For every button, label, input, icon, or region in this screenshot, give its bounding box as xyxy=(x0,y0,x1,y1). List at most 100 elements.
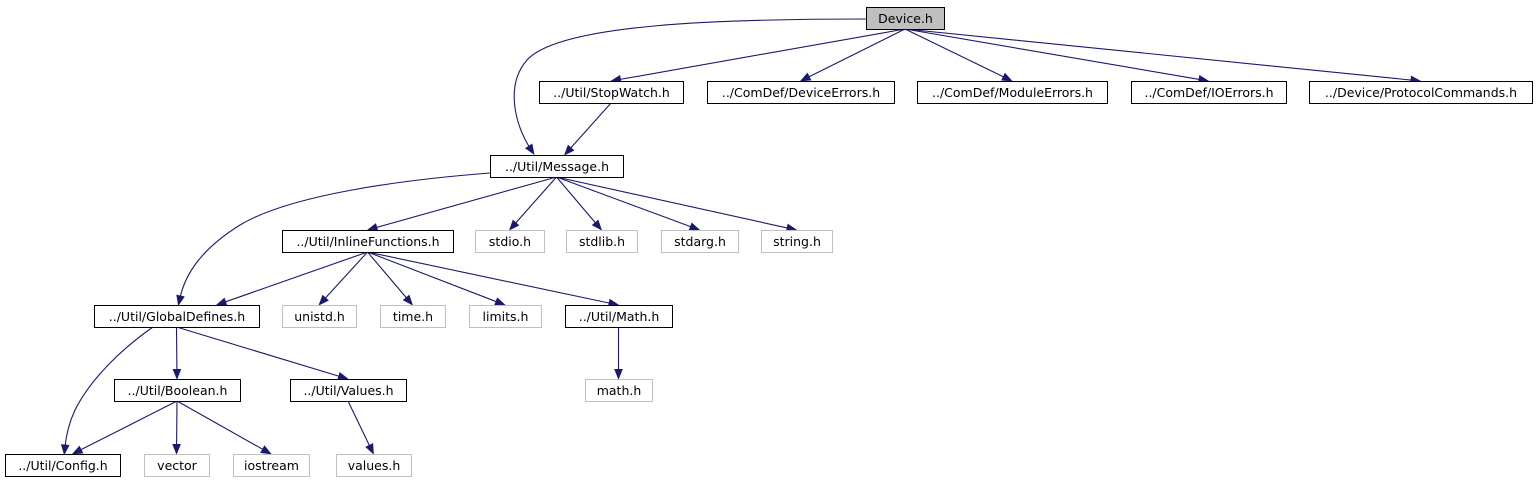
edge-inline-to-limits-arrowhead xyxy=(494,297,506,306)
node-globaldefines-box xyxy=(94,305,260,328)
edge-inline-to-time xyxy=(367,251,408,299)
node-values[interactable]: ../Util/Values.h xyxy=(290,379,407,402)
node-string-label: string.h xyxy=(773,234,821,249)
node-mathh: math.h xyxy=(585,379,653,402)
node-time-label: time.h xyxy=(393,309,433,324)
edge-message-to-string xyxy=(556,176,789,229)
node-mathh-box xyxy=(585,379,653,402)
node-iostream-box xyxy=(233,454,310,477)
node-stopwatch-label: ../Util/StopWatch.h xyxy=(553,85,670,100)
edge-message-to-stdlib xyxy=(556,176,597,224)
node-stdlib-box xyxy=(566,230,638,253)
edge-device-to-moduleerrors xyxy=(904,28,1005,78)
edge-device-to-moduleerrors-arrowhead xyxy=(1001,72,1013,82)
node-device[interactable]: Device.h xyxy=(866,7,945,30)
node-stdio-label: stdio.h xyxy=(489,234,531,249)
node-deviceerrors[interactable]: ../ComDef/DeviceErrors.h xyxy=(707,81,895,104)
node-stdlib-label: stdlib.h xyxy=(579,234,625,249)
edge-message-to-stdio xyxy=(514,176,557,225)
node-valuesh: values.h xyxy=(336,454,412,477)
node-stdlib: stdlib.h xyxy=(566,230,638,253)
node-stdarg: stdarg.h xyxy=(661,230,739,253)
node-time: time.h xyxy=(380,305,446,328)
node-device-label: Device.h xyxy=(878,11,933,26)
edge-device-to-message-arrowhead xyxy=(525,143,535,155)
edge-inline-to-limits xyxy=(367,251,498,303)
node-message[interactable]: ../Util/Message.h xyxy=(490,155,624,178)
node-string-box xyxy=(761,230,833,253)
node-time-box xyxy=(380,305,446,328)
edge-globaldefines-to-config-arrowhead xyxy=(60,444,70,456)
edges-layer xyxy=(60,18,1422,456)
edge-message-to-globaldefines-arrowhead xyxy=(176,294,185,307)
node-values-label: ../Util/Values.h xyxy=(303,383,393,398)
node-ioerrors-box xyxy=(1131,81,1287,104)
node-string: string.h xyxy=(761,230,833,253)
edge-device-to-deviceerrors xyxy=(807,28,906,78)
edge-globaldefines-to-values-arrowhead xyxy=(337,371,349,381)
node-values-box xyxy=(290,379,407,402)
node-limits-box xyxy=(469,305,542,328)
node-valuesh-box xyxy=(336,454,412,477)
node-stdarg-box xyxy=(661,230,739,253)
node-iostream-label: iostream xyxy=(244,458,299,473)
node-globaldefines[interactable]: ../Util/GlobalDefines.h xyxy=(94,305,260,328)
node-moduleerrors-box xyxy=(917,81,1108,104)
node-unistd-box xyxy=(282,305,357,328)
node-stdarg-label: stdarg.h xyxy=(674,234,726,249)
node-ioerrors[interactable]: ../ComDef/IOErrors.h xyxy=(1131,81,1287,104)
node-boolean-label: ../Util/Boolean.h xyxy=(128,383,228,398)
node-unistd-label: unistd.h xyxy=(294,309,345,324)
edge-inline-to-unistd xyxy=(324,251,368,300)
node-vector-label: vector xyxy=(157,458,198,473)
node-limits-label: limits.h xyxy=(483,309,529,324)
node-boolean-box xyxy=(114,379,241,402)
node-vector-box xyxy=(144,454,210,477)
edge-inline-to-globaldefines xyxy=(224,251,368,303)
edge-message-to-stdlib-arrowhead xyxy=(591,219,603,231)
node-config[interactable]: ../Util/Config.h xyxy=(5,454,121,477)
node-boolean[interactable]: ../Util/Boolean.h xyxy=(114,379,241,402)
node-mathh-label: math.h xyxy=(597,383,642,398)
edge-boolean-to-iostream-arrowhead xyxy=(260,445,272,455)
node-stopwatch[interactable]: ../Util/StopWatch.h xyxy=(539,81,684,104)
edge-globaldefines-to-values xyxy=(176,326,341,378)
edge-message-to-globaldefines xyxy=(179,172,491,299)
nodes-layer: Device.h ../Util/StopWatch.h ../ComDef/Dev… xyxy=(5,7,1533,477)
edge-boolean-to-config-arrowhead xyxy=(71,445,84,455)
edge-boolean-to-iostream xyxy=(176,400,264,451)
node-message-label: ../Util/Message.h xyxy=(505,159,609,174)
edge-inline-to-unistd-arrowhead xyxy=(318,294,329,306)
node-config-label: ../Util/Config.h xyxy=(18,458,107,473)
edge-stopwatch-to-message xyxy=(569,102,612,150)
node-protocol-label: ../Device/ProtocolCommands.h xyxy=(1325,85,1517,100)
edge-message-to-stdarg-arrowhead xyxy=(688,222,701,231)
edge-device-to-ioerrors xyxy=(904,28,1201,81)
edge-globaldefines-to-boolean-arrowhead xyxy=(172,368,182,380)
edge-message-to-inline xyxy=(375,176,557,229)
node-stdio: stdio.h xyxy=(475,230,545,253)
node-math-label: ../Util/Math.h xyxy=(579,309,660,324)
edge-message-to-stdarg xyxy=(556,176,692,228)
edge-globaldefines-to-config xyxy=(64,326,154,448)
edge-values-to-valuesh-arrowhead xyxy=(365,443,374,455)
node-unistd: unistd.h xyxy=(282,305,357,328)
node-ioerrors-label: ../ComDef/IOErrors.h xyxy=(1144,85,1273,100)
node-config-box xyxy=(5,454,121,477)
edge-device-to-stopwatch xyxy=(619,28,906,81)
node-deviceerrors-box xyxy=(707,81,895,104)
edge-inline-to-time-arrowhead xyxy=(402,294,414,306)
node-limits: limits.h xyxy=(469,305,542,328)
node-moduleerrors[interactable]: ../ComDef/ModuleErrors.h xyxy=(917,81,1108,104)
node-valuesh-label: values.h xyxy=(348,458,401,473)
edge-math-to-mathh-arrowhead xyxy=(614,369,623,380)
node-inline[interactable]: ../Util/InlineFunctions.h xyxy=(282,230,454,253)
edge-stopwatch-to-message-arrowhead xyxy=(563,144,575,156)
edge-device-to-protocol xyxy=(904,28,1413,81)
node-message-box xyxy=(490,155,624,178)
node-protocol[interactable]: ../Device/ProtocolCommands.h xyxy=(1309,81,1533,104)
node-inline-label: ../Util/InlineFunctions.h xyxy=(296,234,439,249)
node-math[interactable]: ../Util/Math.h xyxy=(565,305,673,328)
node-math-box xyxy=(565,305,673,328)
